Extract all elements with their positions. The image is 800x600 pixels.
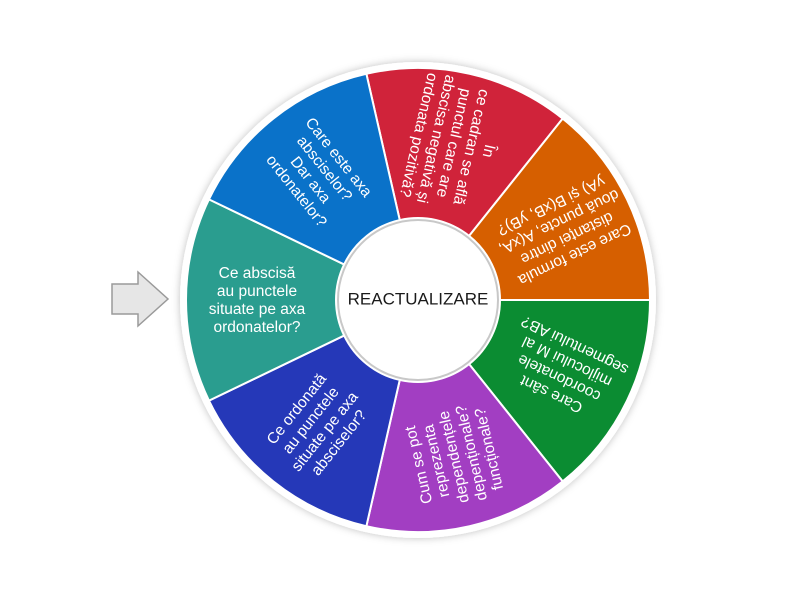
wheel-segment-line: situate pe axa (209, 301, 306, 318)
wheel-segment[interactable] (467, 117, 652, 301)
wheel-segment[interactable] (207, 334, 401, 528)
wheel-segment-line: ordonatelor? (213, 319, 300, 336)
wheel-segment[interactable] (185, 198, 346, 402)
wheel-segment[interactable] (207, 72, 401, 266)
wheel-hub[interactable] (337, 219, 499, 381)
wheel-center-label: REACTUALIZARE (348, 289, 489, 308)
wheel-segment-line: În (479, 142, 499, 159)
wheel-segment-line: Ce abscisă (219, 265, 296, 282)
wheel-segment[interactable] (467, 299, 652, 483)
arrow-right-icon (111, 270, 170, 328)
wheel-segment[interactable] (365, 67, 565, 238)
wheel-segment-line: au punctele (217, 283, 297, 300)
wheel-segment[interactable] (365, 362, 565, 533)
wheel-segment-label: Înce cadran se aflăpunctul care areabsci… (395, 69, 511, 216)
wheel-segments[interactable]: Înce cadran se aflăpunctul care areabsci… (185, 67, 652, 533)
